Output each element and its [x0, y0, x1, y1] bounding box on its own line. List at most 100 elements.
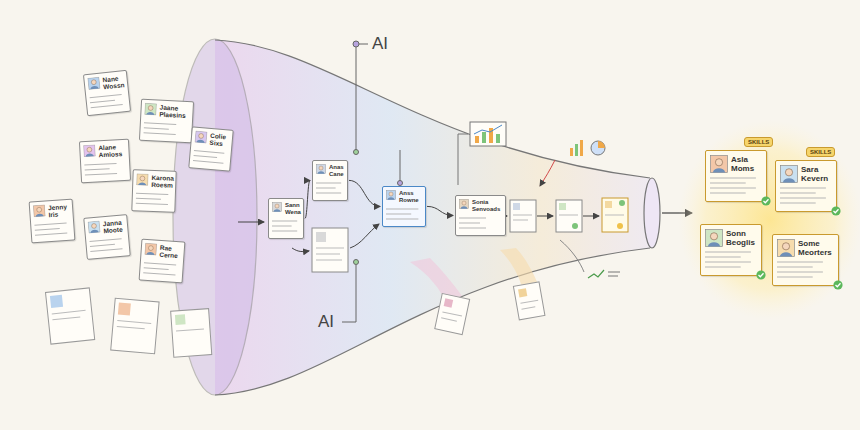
candidate-name: Anss Rowne: [399, 190, 422, 204]
card-text: Alane Amioss: [98, 143, 126, 159]
candidate-name: Karona Roesm: [151, 174, 173, 190]
card-header: Sonia Senvoads: [459, 199, 502, 213]
card-text: Anss Rowne: [399, 190, 422, 204]
avatar-icon: [194, 131, 207, 144]
text-lines: [143, 121, 180, 139]
avatar-icon: [780, 165, 798, 183]
text-lines: [135, 191, 172, 208]
candidate-name: Rae Cerne: [159, 244, 181, 260]
flow-arrow: [427, 206, 453, 215]
card-text: Sara Kevern: [801, 165, 832, 183]
card-text: Sonn Beoglis: [726, 229, 757, 247]
avatar-icon: [705, 229, 723, 247]
check-mark: [761, 196, 771, 206]
card-header: Asla Moms: [710, 155, 762, 173]
resume-card: Karona Roesm: [131, 169, 176, 212]
resume-card: Anas Cane: [312, 160, 348, 201]
card-header: Karona Roesm: [136, 173, 172, 189]
card-header: Jenny Iris: [33, 203, 70, 220]
text-lines: [193, 148, 228, 167]
avatar-icon: [777, 239, 795, 257]
avatar-icon: [88, 221, 101, 234]
candidate-name: Nane Wossn: [102, 74, 124, 91]
resume-card: Sonn Beoglis: [700, 224, 762, 276]
avatar-icon: [272, 202, 282, 212]
text-lines: [34, 221, 71, 239]
avatar-icon: [459, 199, 469, 209]
card-header: Some Meorters: [777, 239, 834, 257]
card-text: Rae Cerne: [159, 244, 181, 260]
avatar-icon: [386, 190, 396, 200]
card-header: Colie Sixs: [194, 131, 229, 149]
candidate-name: Sonia Senvoads: [472, 199, 502, 213]
card-text: Nane Wossn: [102, 74, 124, 91]
text-lines: [272, 219, 300, 235]
card-header: Alane Amioss: [83, 143, 126, 160]
card-text: Janna Moote: [103, 218, 125, 235]
flow-arrow: [349, 180, 380, 206]
avatar-icon: [710, 155, 728, 173]
resume-card: Alane Amioss: [79, 139, 131, 184]
card-text: Sann Wena: [285, 202, 300, 216]
card-text: Anas Cane: [329, 164, 344, 178]
card-header: Nane Wossn: [87, 74, 124, 93]
skill-badge: SKILLS: [744, 137, 773, 147]
text-lines: [143, 261, 180, 279]
candidate-name: Janna Moote: [103, 218, 125, 235]
candidate-name: Colie Sixs: [209, 132, 229, 149]
card-text: Karona Roesm: [151, 174, 173, 190]
card-text: Some Meorters: [798, 239, 834, 257]
avatar-icon: [136, 173, 148, 185]
check-mark: [756, 270, 766, 280]
avatar-icon: [87, 77, 100, 90]
ai-label: AI: [318, 312, 334, 332]
ai-label: AI: [372, 34, 388, 54]
card-text: Sonia Senvoads: [472, 199, 502, 213]
card-text: Colie Sixs: [209, 132, 229, 149]
check-mark: [831, 206, 841, 216]
text-lines: [780, 186, 831, 207]
card-header: Jaane Plaesins: [144, 103, 190, 120]
text-lines: [710, 176, 761, 197]
text-lines: [386, 207, 422, 223]
candidate-name: Some Meorters: [798, 239, 834, 257]
card-text: Jenny Iris: [48, 203, 70, 219]
text-lines: [89, 92, 126, 112]
resume-card: Sonia Senvoads: [455, 195, 506, 236]
avatar-icon: [144, 103, 157, 116]
resume-card: Nane Wossn: [83, 70, 131, 116]
resume-card: Jenny Iris: [29, 199, 76, 244]
resume-card: Anss Rowne: [382, 186, 426, 227]
candidate-name: Sara Kevern: [801, 165, 832, 183]
candidate-name: Sonn Beoglis: [726, 229, 757, 247]
card-text: Asla Moms: [731, 155, 762, 173]
candidate-name: Anas Cane: [329, 164, 344, 178]
resume-card: Janna Moote: [83, 214, 130, 260]
avatar-icon: [33, 204, 46, 217]
candidate-name: Jenny Iris: [48, 203, 70, 219]
avatar-icon: [144, 243, 157, 256]
avatar-icon: [316, 164, 326, 174]
flow-arrow: [305, 180, 310, 218]
resume-card: Colie Sixs: [188, 126, 233, 171]
card-header: Sara Kevern: [780, 165, 832, 183]
resume-card: Jaane Plaesins: [139, 99, 194, 144]
candidate-name: Alane Amioss: [98, 143, 126, 159]
resume-card: Sara Kevern: [775, 160, 837, 212]
card-header: Rae Cerne: [144, 243, 181, 260]
resume-card: Sann Wena: [268, 198, 304, 239]
candidate-name: Sann Wena: [285, 202, 300, 216]
resume-card: Some Meorters: [772, 234, 839, 286]
card-header: Anss Rowne: [386, 190, 422, 204]
card-header: Janna Moote: [88, 218, 125, 236]
resume-card: Asla Moms: [705, 150, 767, 202]
skill-badge: SKILLS: [806, 147, 835, 157]
card-header: Anas Cane: [316, 164, 344, 178]
text-lines: [459, 216, 489, 232]
avatar-icon: [83, 144, 96, 157]
text-lines: [316, 181, 344, 197]
check-mark: [833, 280, 843, 290]
text-lines: [89, 236, 126, 255]
